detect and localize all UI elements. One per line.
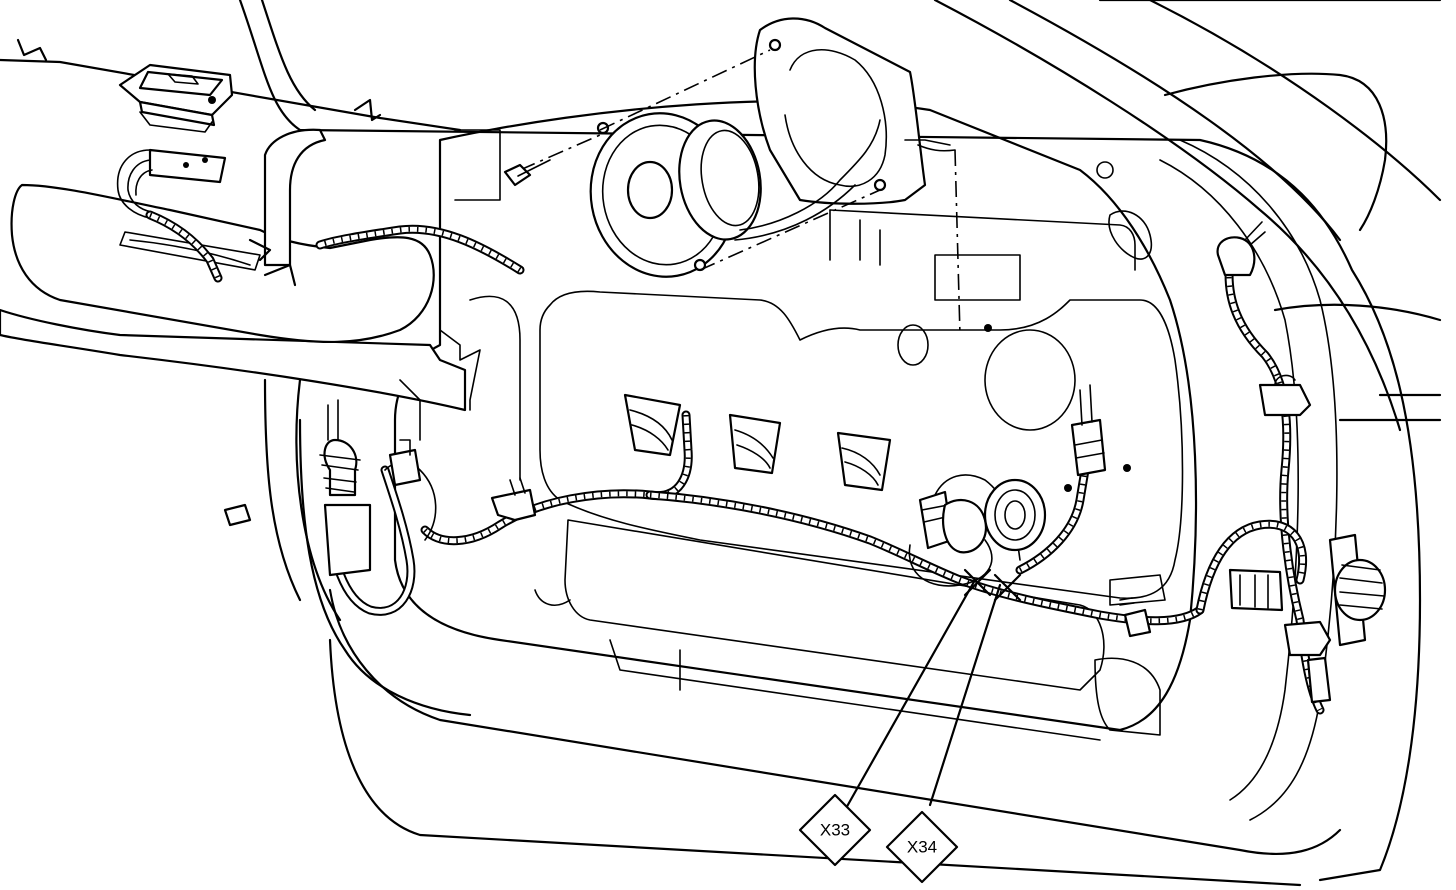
- speaker-assembly: [503, 17, 961, 336]
- callout-x33-diamond: [798, 793, 872, 867]
- connectors: [223, 221, 1387, 704]
- callout-x33-label: X33: [820, 820, 850, 839]
- callout-x34-label: X34: [907, 837, 937, 856]
- door-frame: [238, 0, 1442, 887]
- callout-x34-diamond: [885, 810, 959, 884]
- callout-x34: X34: [885, 810, 959, 884]
- window-switch: [116, 63, 234, 283]
- armrest-trim-panel: [0, 38, 481, 441]
- inner-door-panel: [393, 99, 1198, 741]
- callout-x33: X33: [798, 793, 872, 867]
- callout-leaders: [843, 568, 1022, 812]
